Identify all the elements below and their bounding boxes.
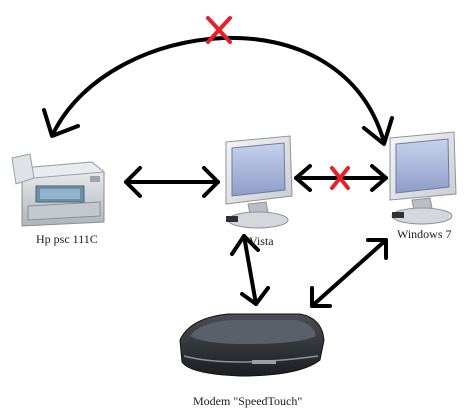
arrow-printer-vista bbox=[124, 166, 220, 198]
arrow-vista-modem bbox=[230, 234, 270, 306]
arrow-modem-win7 bbox=[310, 238, 388, 308]
vista-label: Vista bbox=[249, 234, 274, 248]
modem-icon bbox=[179, 313, 325, 377]
monitor-icon bbox=[389, 131, 457, 225]
printer-icon bbox=[11, 153, 106, 227]
arrow-printer-win7 bbox=[42, 35, 394, 146]
monitor-icon bbox=[225, 135, 293, 229]
windows7-label: Windows 7 bbox=[397, 227, 452, 241]
blocked-mark-vista-win7 bbox=[330, 166, 350, 190]
modem-label: Modem "SpeedTouch" bbox=[193, 394, 303, 408]
printer-label: Hp psc 111C bbox=[36, 232, 98, 246]
blocked-mark-curve bbox=[206, 16, 232, 44]
